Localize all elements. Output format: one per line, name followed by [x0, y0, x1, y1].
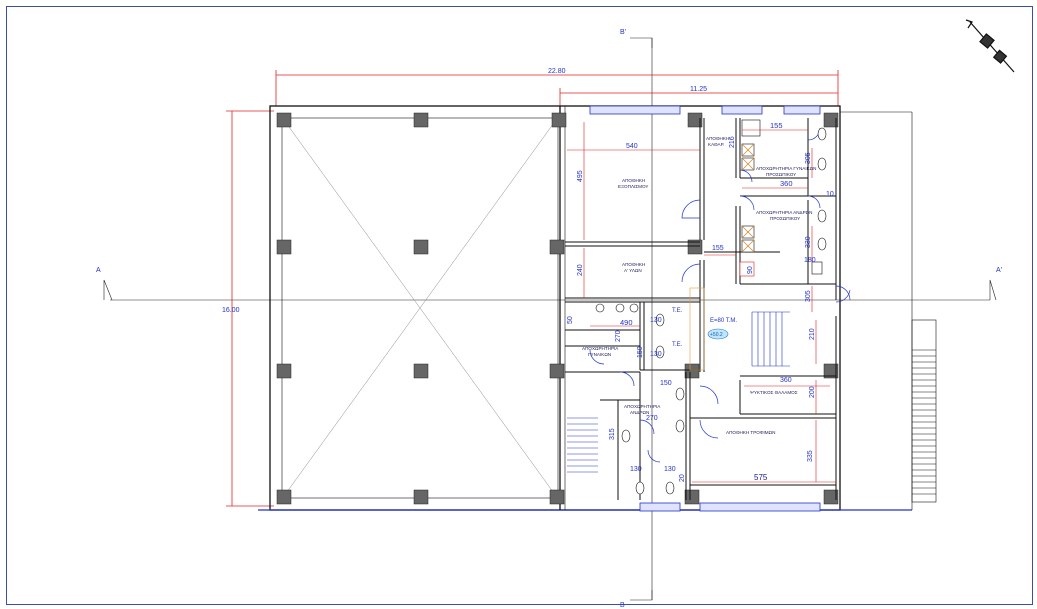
room-storage-equipment: ΑΠΟΘΗΚΗ ΕΞΟΠΛΙΣΜΟΥ	[618, 178, 648, 189]
dim-180: 180	[804, 257, 816, 264]
dim-490: 490	[620, 318, 633, 327]
room-wc-women: ΑΠΟΧΩΡΗΤΗΡΙΑ ΓΥΝΑΙΚΩΝ	[582, 346, 619, 357]
room-wc-men: ΑΠΟΧΩΡΗΤΗΡΙΑ ΑΝΔΡΩΝ	[624, 404, 661, 415]
interior-walls	[565, 118, 837, 500]
door-swings	[589, 127, 851, 463]
room-wc-women-staff: ΑΠΟΧΩΡΗΤΗΡΙΑ ΓΥΝΑΙΚΩΝ ΠΡΟΣΩΠΙΚΟΥ	[756, 166, 816, 177]
svg-text:ΑΠΟΧΩΡΗΤΗΡΙΑ: ΑΠΟΧΩΡΗΤΗΡΙΑ	[624, 404, 661, 409]
dim-overall-width: 22.80	[548, 68, 566, 75]
dim-360-top: 360	[780, 179, 793, 188]
dim-130-a: 130	[650, 317, 662, 324]
dim-90: 90	[747, 266, 754, 274]
room-cold-room: ΨΥΚΤΙΚΟΣ ΘΑΛΑΜΟΣ	[750, 390, 798, 395]
interior-dimension-lines	[567, 122, 836, 483]
svg-text:ΚΑΘΑΡ.: ΚΑΘΑΡ.	[708, 142, 724, 147]
dim-155-top: 155	[770, 121, 783, 130]
level-tag: +50.2	[707, 328, 729, 340]
svg-text:ΑΠΟΘΗΚΗ: ΑΠΟΘΗΚΗ	[706, 136, 729, 141]
dim-overall-height: 16.00	[222, 307, 240, 314]
section-mark-a-prime: A'	[996, 267, 1002, 274]
section-mark-b: B	[620, 602, 625, 609]
dim-360-mid: 360	[780, 377, 792, 384]
section-mark-a: A	[96, 267, 101, 274]
section-mark-b-prime: B'	[620, 29, 626, 36]
svg-text:ΑΝΔΡΩΝ: ΑΝΔΡΩΝ	[630, 410, 649, 415]
dim-216: 216	[729, 136, 736, 148]
window-strips	[589, 105, 821, 512]
stairs-inner	[567, 311, 790, 473]
svg-text:ΠΡΟΣΩΠΙΚΟΥ: ΠΡΟΣΩΠΙΚΟΥ	[766, 172, 796, 177]
room-wc-men-staff: ΑΠΟΧΩΡΗΤΗΡΙΑ ΑΝΔΡΩΝ ΠΡΟΣΩΠΙΚΟΥ	[756, 210, 812, 221]
svg-text:ΓΥΝΑΙΚΩΝ: ΓΥΝΑΙΚΩΝ	[588, 352, 611, 357]
ramp-outline	[689, 287, 705, 371]
dim-270-b: 270	[646, 415, 658, 422]
dim-305-top: 305	[805, 152, 812, 164]
dim-200: 200	[809, 386, 816, 398]
dim-270-a: 270	[615, 330, 622, 342]
dim-305-mid: 305	[805, 290, 812, 302]
dim-575: 575	[754, 473, 768, 482]
svg-text:ΠΡΟΣΩΠΙΚΟΥ: ΠΡΟΣΩΠΙΚΟΥ	[770, 216, 800, 221]
dim-335: 335	[807, 450, 814, 462]
dim-240: 240	[577, 264, 584, 276]
dim-210: 210	[809, 328, 816, 340]
dim-330: 330	[805, 236, 812, 248]
dim-20: 20	[679, 474, 686, 482]
overall-dimension-lines	[226, 70, 839, 507]
room-storage-raw: ΑΠΟΘΗΚΗ Α' ΥΛΩΝ	[622, 262, 645, 273]
dim-130-b: 130	[650, 351, 662, 358]
sanitary-fixtures	[595, 119, 827, 495]
svg-text:ΑΠΟΧΩΡΗΤΗΡΙΑ ΓΥΝΑΙΚΩΝ: ΑΠΟΧΩΡΗΤΗΡΙΑ ΓΥΝΑΙΚΩΝ	[756, 166, 816, 171]
dim-130-c: 130	[630, 466, 642, 473]
svg-text:ΑΠΟΧΩΡΗΤΗΡΙΑ ΑΝΔΡΩΝ: ΑΠΟΧΩΡΗΤΗΡΙΑ ΑΝΔΡΩΝ	[756, 210, 812, 215]
dim-495: 495	[577, 170, 584, 182]
section-line-b	[630, 37, 653, 601]
svg-text:Α' ΥΛΩΝ: Α' ΥΛΩΝ	[624, 268, 642, 273]
svg-text:+50.2: +50.2	[710, 332, 723, 338]
dim-10: 10	[826, 191, 834, 198]
north-arrow-icon	[965, 19, 1015, 73]
room-te-1: Τ.Ε.	[672, 308, 683, 314]
svg-text:ΑΠΟΧΩΡΗΤΗΡΙΑ: ΑΠΟΧΩΡΗΤΗΡΙΑ	[582, 346, 619, 351]
room-te-2: Τ.Ε.	[672, 342, 683, 348]
dim-130-d: 130	[664, 466, 676, 473]
dim-150-b: 150	[660, 380, 672, 387]
stairs-right	[911, 319, 937, 503]
dim-50: 50	[567, 316, 574, 324]
hall-cross-lines	[283, 119, 557, 497]
room-storage-cleaning: ΑΠΟΘΗΚΗ ΚΑΘΑΡ.	[706, 136, 729, 147]
svg-text:ΑΠΟΘΗΚΗ: ΑΠΟΘΗΚΗ	[622, 262, 645, 267]
structural-columns	[276, 112, 839, 505]
svg-text:ΕΞΟΠΛΙΣΜΟΥ: ΕΞΟΠΛΙΣΜΟΥ	[618, 184, 648, 189]
dim-540: 540	[626, 143, 638, 150]
section-line-a	[103, 279, 997, 301]
room-food-storage: ΑΠΟΘΗΚΗ ΤΡΟΦΙΜΩΝ	[726, 430, 775, 435]
area-label: Ε=80 Τ.Μ.	[710, 318, 737, 324]
svg-text:ΑΠΟΘΗΚΗ: ΑΠΟΘΗΚΗ	[622, 178, 645, 183]
dim-right-width: 11.25	[690, 86, 707, 93]
dim-315: 315	[609, 428, 616, 440]
dim-155-mid: 155	[712, 245, 724, 252]
dim-150-a: 150	[637, 346, 644, 358]
